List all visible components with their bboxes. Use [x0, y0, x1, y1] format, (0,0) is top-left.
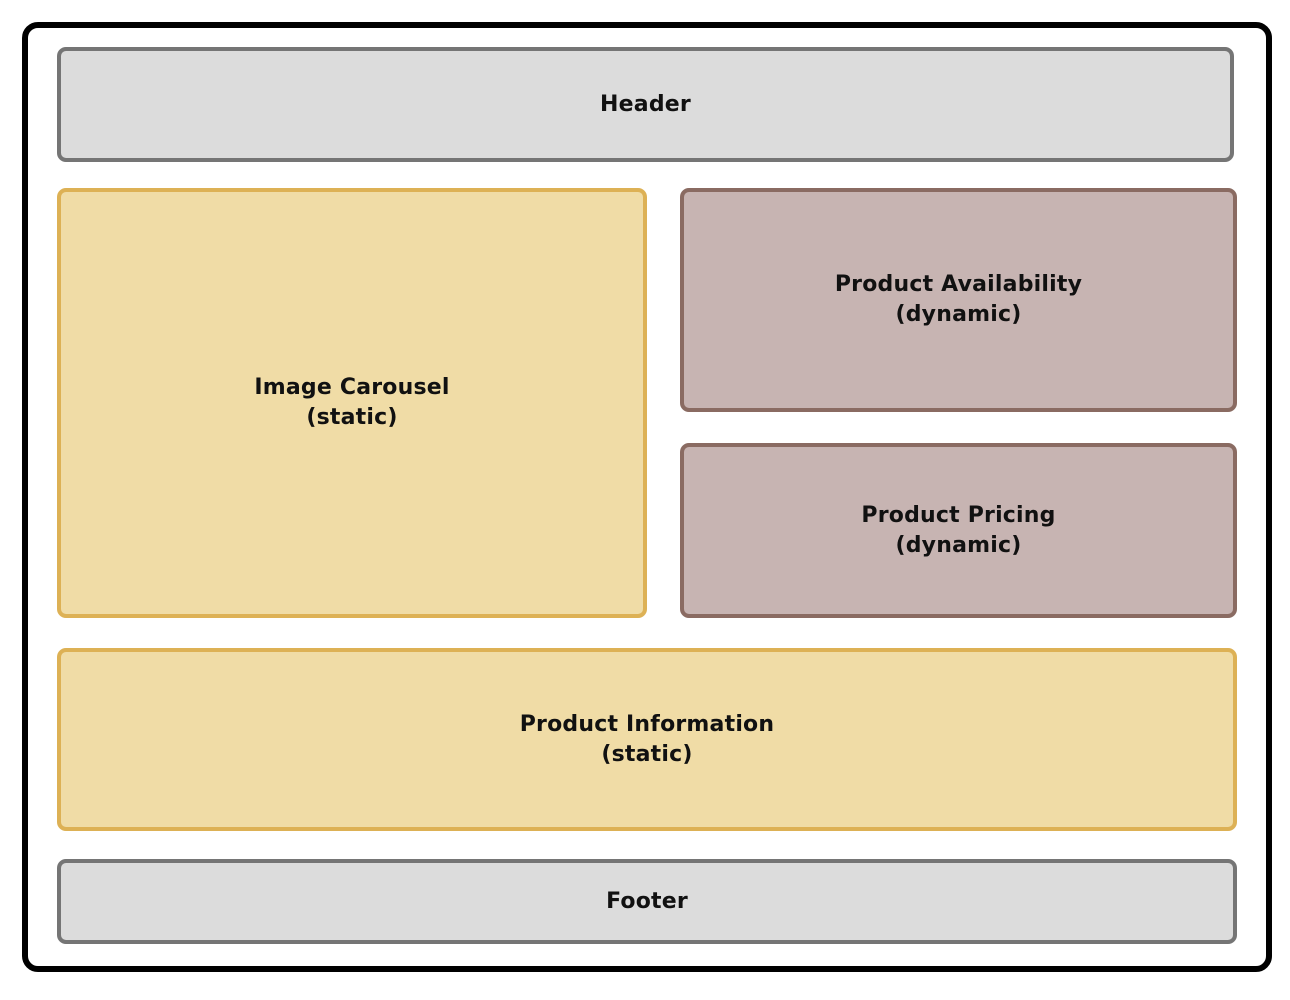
- product-availability-subtitle: (dynamic): [895, 302, 1022, 327]
- product-availability-box: Product Availability (dynamic): [680, 188, 1237, 412]
- image-carousel-box: Image Carousel (static): [57, 188, 647, 618]
- header-box: Header: [57, 47, 1234, 162]
- product-availability-title: Product Availability: [834, 272, 1083, 297]
- product-information-title: Product Information: [519, 711, 775, 737]
- product-information-box: Product Information (static): [57, 648, 1237, 831]
- image-carousel-title: Image Carousel: [254, 375, 450, 400]
- header-label: Header: [600, 91, 691, 117]
- page-layout-frame: [22, 22, 1272, 972]
- product-pricing-subtitle: (dynamic): [895, 532, 1022, 558]
- product-pricing-title: Product Pricing: [861, 502, 1056, 528]
- footer-box: Footer: [57, 859, 1237, 944]
- footer-label: Footer: [606, 888, 688, 914]
- product-pricing-box: Product Pricing (dynamic): [680, 443, 1237, 618]
- product-information-subtitle: (static): [601, 741, 693, 767]
- image-carousel-subtitle: (static): [306, 405, 398, 430]
